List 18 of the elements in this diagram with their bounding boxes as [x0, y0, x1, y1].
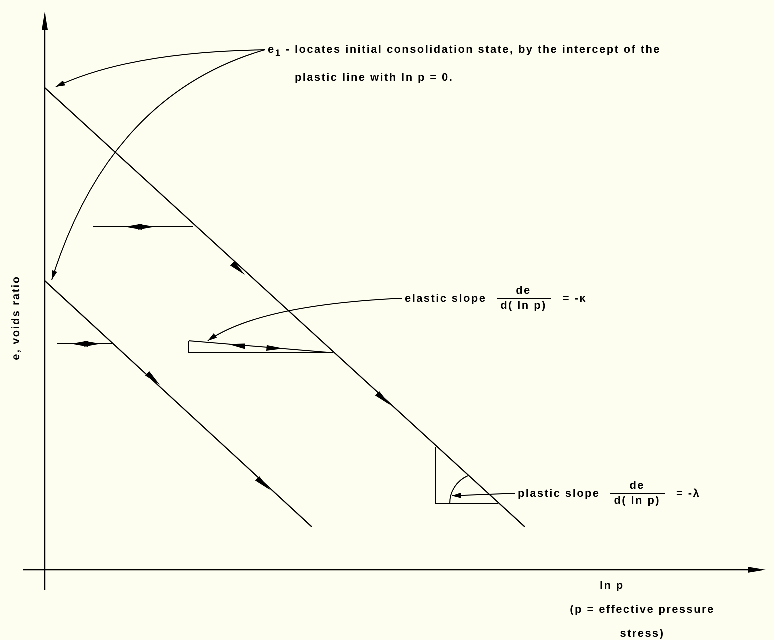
elastic-slope-triangle [188, 340, 334, 354]
leader-line [208, 298, 402, 342]
fraction-denominator: d( ln p) [613, 494, 662, 508]
slope-value: = -κ [562, 292, 587, 304]
axis-note: (p = effective pressure stress) [569, 603, 716, 640]
fraction-denominator: d( ln p) [500, 299, 548, 313]
axis-title: ln p [600, 580, 624, 592]
annotation-text: e$_{1}$ - locates initial consolidation state, by the intercept of the plastic line with ln p = 0. [268, 43, 662, 86]
plastic-slope-triangle [436, 446, 498, 504]
slope-label: plastic slope [518, 488, 600, 500]
axis-title: e, voids ratio [10, 276, 22, 360]
fraction-numerator: de [610, 479, 664, 494]
leader-line [56, 50, 266, 88]
leader-line [52, 50, 266, 280]
leader-line [452, 492, 516, 498]
slope-label: elastic slope [405, 292, 487, 304]
fraction-numerator: de [496, 284, 551, 299]
slope-value: = -λ [676, 488, 701, 500]
